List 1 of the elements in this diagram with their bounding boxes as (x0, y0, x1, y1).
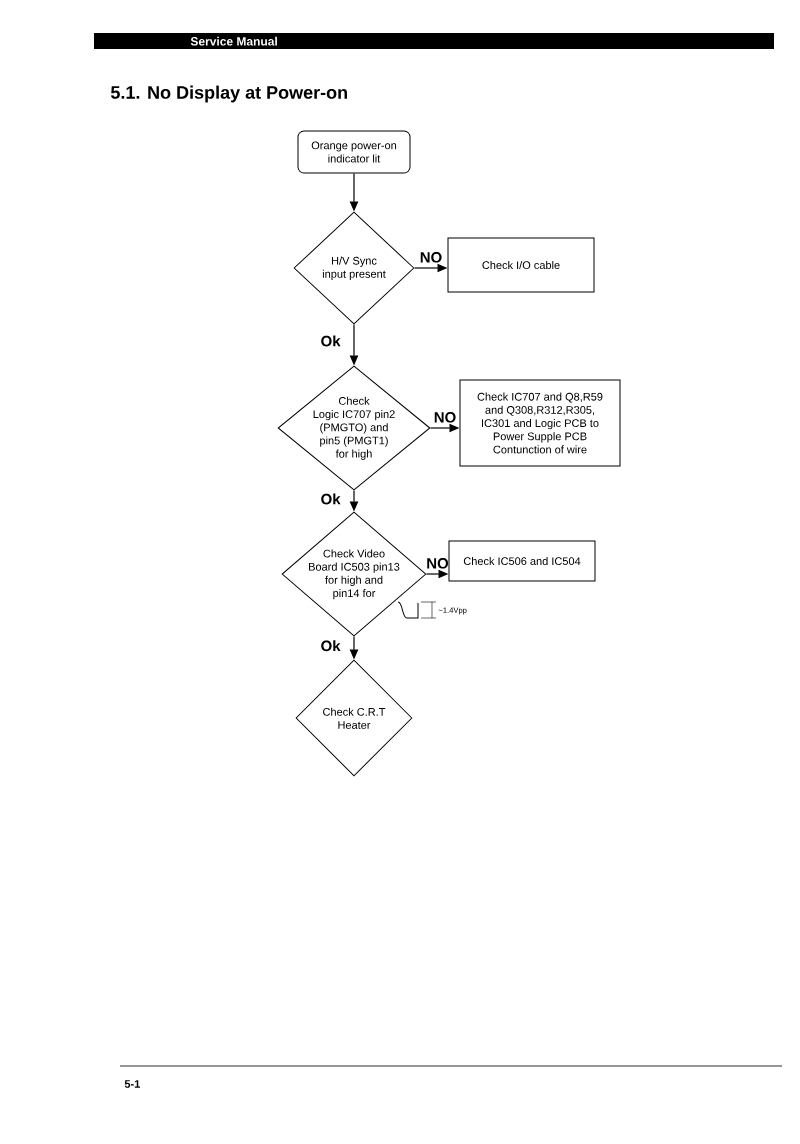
title: 5.1. No Display at Power-on (110, 85, 347, 103)
